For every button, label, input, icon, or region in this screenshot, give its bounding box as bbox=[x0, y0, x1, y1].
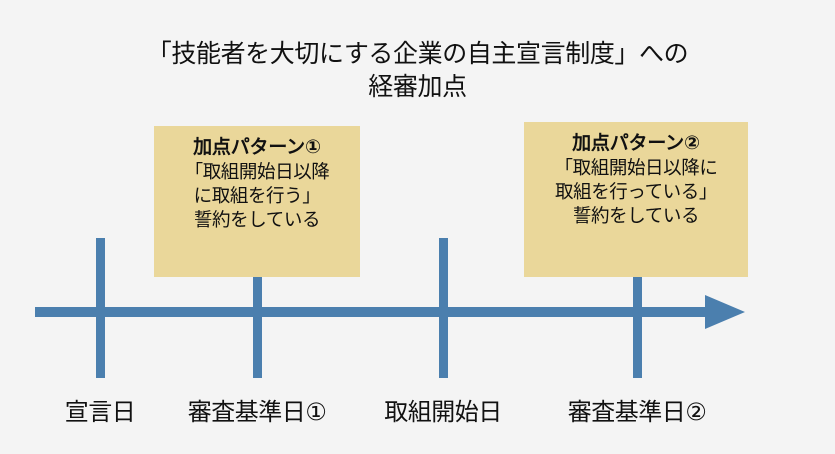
callout-pattern-1-line-1: 「取組開始日以降 bbox=[184, 161, 330, 183]
timeline-arrow-icon bbox=[705, 295, 745, 329]
callout-pattern-2-line-1: 「取組開始日以降に bbox=[554, 157, 718, 179]
title-line-1: 「技能者を大切にする企業の自主宣言制度」への bbox=[146, 40, 689, 68]
axis-label-declaration-date: 宣言日 bbox=[64, 399, 136, 426]
page-title: 「技能者を大切にする企業の自主宣言制度」への 経審加点 bbox=[0, 38, 835, 103]
callout-pattern-1: 加点パターン① 「取組開始日以降 に取組を行う」 誓約をしている bbox=[154, 126, 360, 277]
callout-pattern-1-line-3: 誓約をしている bbox=[193, 208, 321, 230]
callout-pattern-2-title: 加点パターン② bbox=[572, 133, 700, 154]
callout-pattern-2-line-3: 誓約をしている bbox=[572, 204, 700, 226]
tick-review-base-date-2 bbox=[633, 277, 642, 378]
callout-pattern-1-title: 加点パターン① bbox=[193, 137, 321, 158]
axis-label-review-base-date-1: 審査基準日① bbox=[187, 399, 327, 426]
axis-label-review-base-date-2: 審査基準日② bbox=[567, 399, 707, 426]
callout-pattern-2-line-2: 取組を行っている」 bbox=[555, 180, 717, 202]
callout-pattern-2: 加点パターン② 「取組開始日以降に 取組を行っている」 誓約をしている bbox=[524, 122, 748, 277]
timeline-axis bbox=[35, 307, 707, 317]
axis-label-initiative-start-date: 取組開始日 bbox=[384, 399, 502, 426]
tick-review-base-date-1 bbox=[253, 277, 262, 378]
title-line-2: 経審加点 bbox=[368, 72, 467, 101]
callout-pattern-1-line-2: に取組を行う」 bbox=[193, 184, 321, 206]
